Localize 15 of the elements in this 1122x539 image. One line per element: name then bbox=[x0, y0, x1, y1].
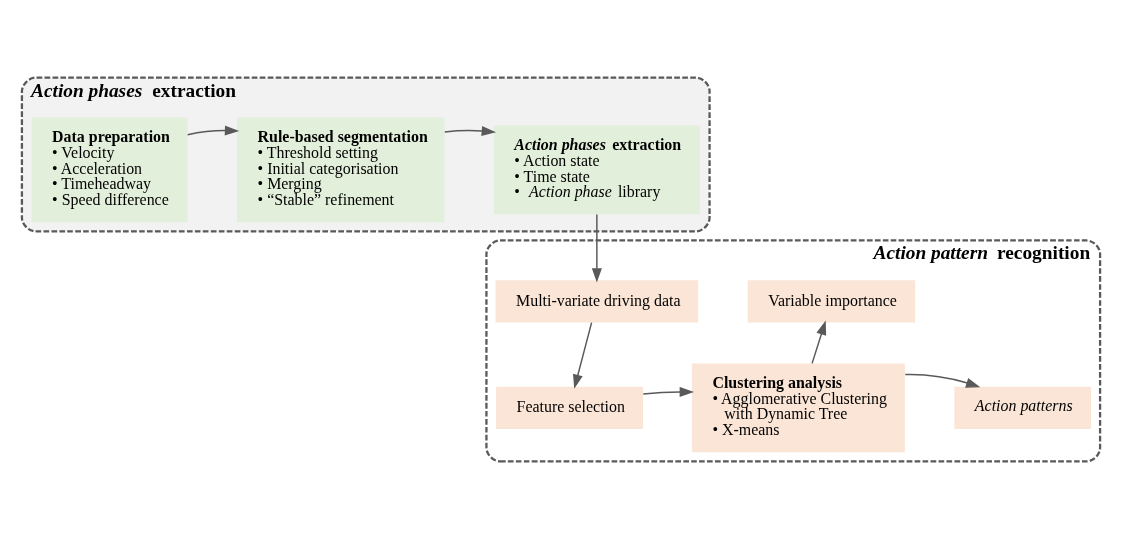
node-box: Rule-based segmentation • Threshold setting • Initial categorisation • Merging • “Stable” refinement bbox=[237, 117, 445, 223]
arrow bbox=[573, 321, 593, 389]
node-box: Action patterns bbox=[954, 386, 1091, 429]
arrow bbox=[591, 213, 602, 283]
arrow bbox=[811, 320, 827, 365]
arrow bbox=[186, 125, 240, 136]
node-box: Multi-variate driving data bbox=[495, 280, 699, 323]
node-box: Data preparation • Velocity • Acceleration • Timeheadway • Speed difference bbox=[31, 117, 188, 223]
arrow bbox=[444, 125, 496, 136]
arrow bbox=[904, 373, 981, 388]
node-box: Action phases extraction • Action state • Time state • Action phase library bbox=[493, 125, 700, 215]
node-box: Feature selection bbox=[496, 386, 643, 429]
arrow bbox=[642, 387, 694, 398]
node-box: Variable importance bbox=[747, 280, 916, 323]
node-box: Clustering analysis • Agglomerative Clustering with Dynamic Tree • X-means bbox=[691, 363, 905, 453]
